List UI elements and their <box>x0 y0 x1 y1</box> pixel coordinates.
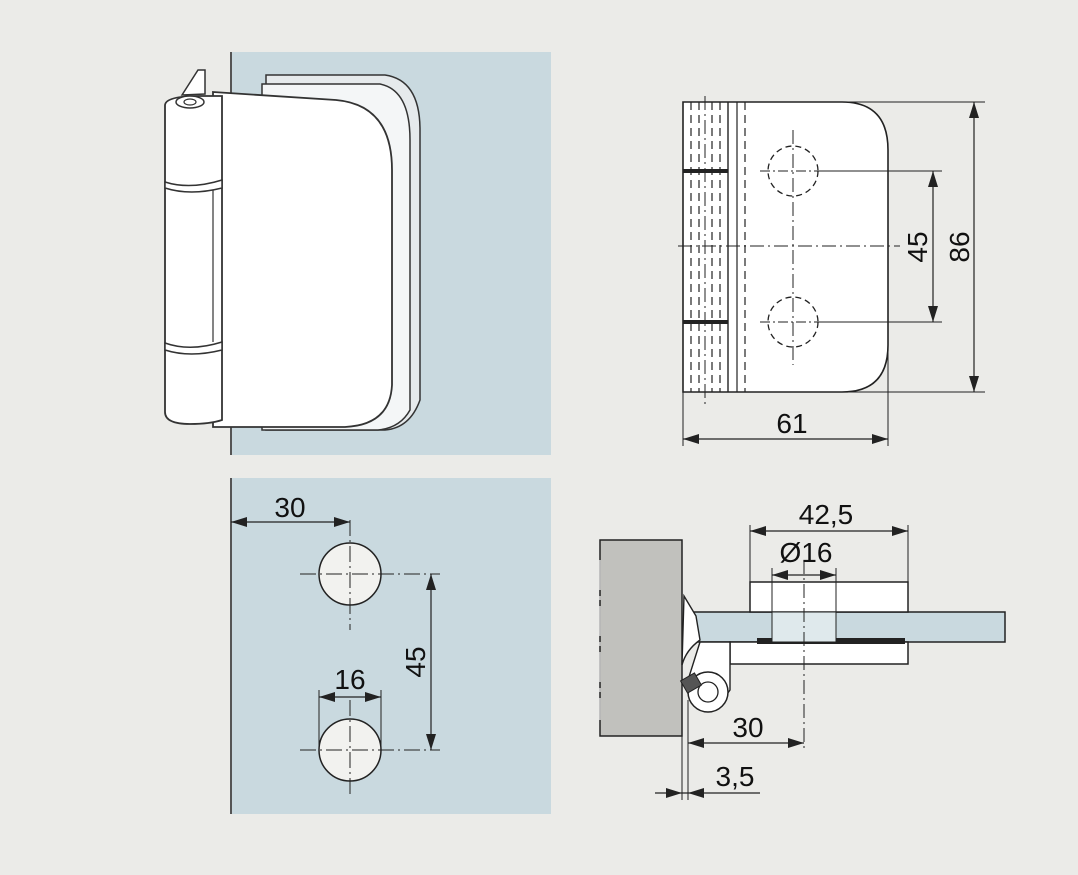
dim-label-30-drill: 30 <box>274 492 305 523</box>
knuckle-segment-top <box>164 178 223 193</box>
knuckle-segment-bottom <box>164 340 223 355</box>
dim-label-30-section: 30 <box>732 712 763 743</box>
dim-arrow-30s-left <box>688 738 704 748</box>
dim-arrow-86-bottom <box>969 376 979 392</box>
set-screw <box>679 672 703 694</box>
dim-arrow-30-left <box>231 517 247 527</box>
knuckle-top-tab <box>180 69 206 96</box>
glass-panel-bottom <box>231 478 551 814</box>
dim-label-16-drill: 16 <box>334 664 365 695</box>
dim-arrow-425-left <box>750 526 766 536</box>
dim-arrow-45-top <box>928 171 938 187</box>
dim-label-35: 3,5 <box>716 761 755 792</box>
clamp-bottom-plate <box>729 641 909 665</box>
dim-arrow-30s-right <box>788 738 804 748</box>
dim-arrow-61-right <box>872 434 888 444</box>
dim-label-45-drill: 45 <box>400 646 431 677</box>
dim-arrow-425-right <box>892 526 908 536</box>
dim-arrow-45-bottom <box>928 306 938 322</box>
dim-arrow-16-right <box>365 692 381 702</box>
dim-label-86: 86 <box>944 231 975 262</box>
dim-arrow-30-right <box>334 517 350 527</box>
hinge-front-plate <box>212 91 393 428</box>
perspective-view <box>164 52 551 455</box>
dim-arrow-16-left <box>319 692 335 702</box>
glass-pane-section <box>692 611 1006 643</box>
dim-arrow-35-left <box>666 788 682 798</box>
section-view <box>599 525 1006 800</box>
hinge-knuckle <box>164 95 223 425</box>
clamp-top-plate <box>749 581 909 613</box>
wall-section <box>599 539 683 737</box>
hinge-arm <box>681 593 701 666</box>
elevation-outline <box>682 101 889 393</box>
dim-arrow-bore-left <box>772 570 788 580</box>
dim-label-45-elevation: 45 <box>902 231 933 262</box>
dim-label-bore: Ø16 <box>780 537 833 568</box>
dim-arrow-35-right <box>688 788 704 798</box>
dim-arrow-61-left <box>683 434 699 444</box>
pivot-pin-inner <box>697 681 719 703</box>
dim-label-425: 42,5 <box>799 499 854 530</box>
glass-drilling-view <box>230 478 551 814</box>
dim-arrow-45d-bottom <box>426 734 436 750</box>
dim-label-61: 61 <box>776 408 807 439</box>
front-elevation-view <box>678 96 985 446</box>
dim-arrow-86-top <box>969 102 979 118</box>
dim-arrow-45d-top <box>426 574 436 590</box>
knuckle-pin-inner <box>183 98 197 106</box>
dim-arrow-bore-right <box>820 570 836 580</box>
